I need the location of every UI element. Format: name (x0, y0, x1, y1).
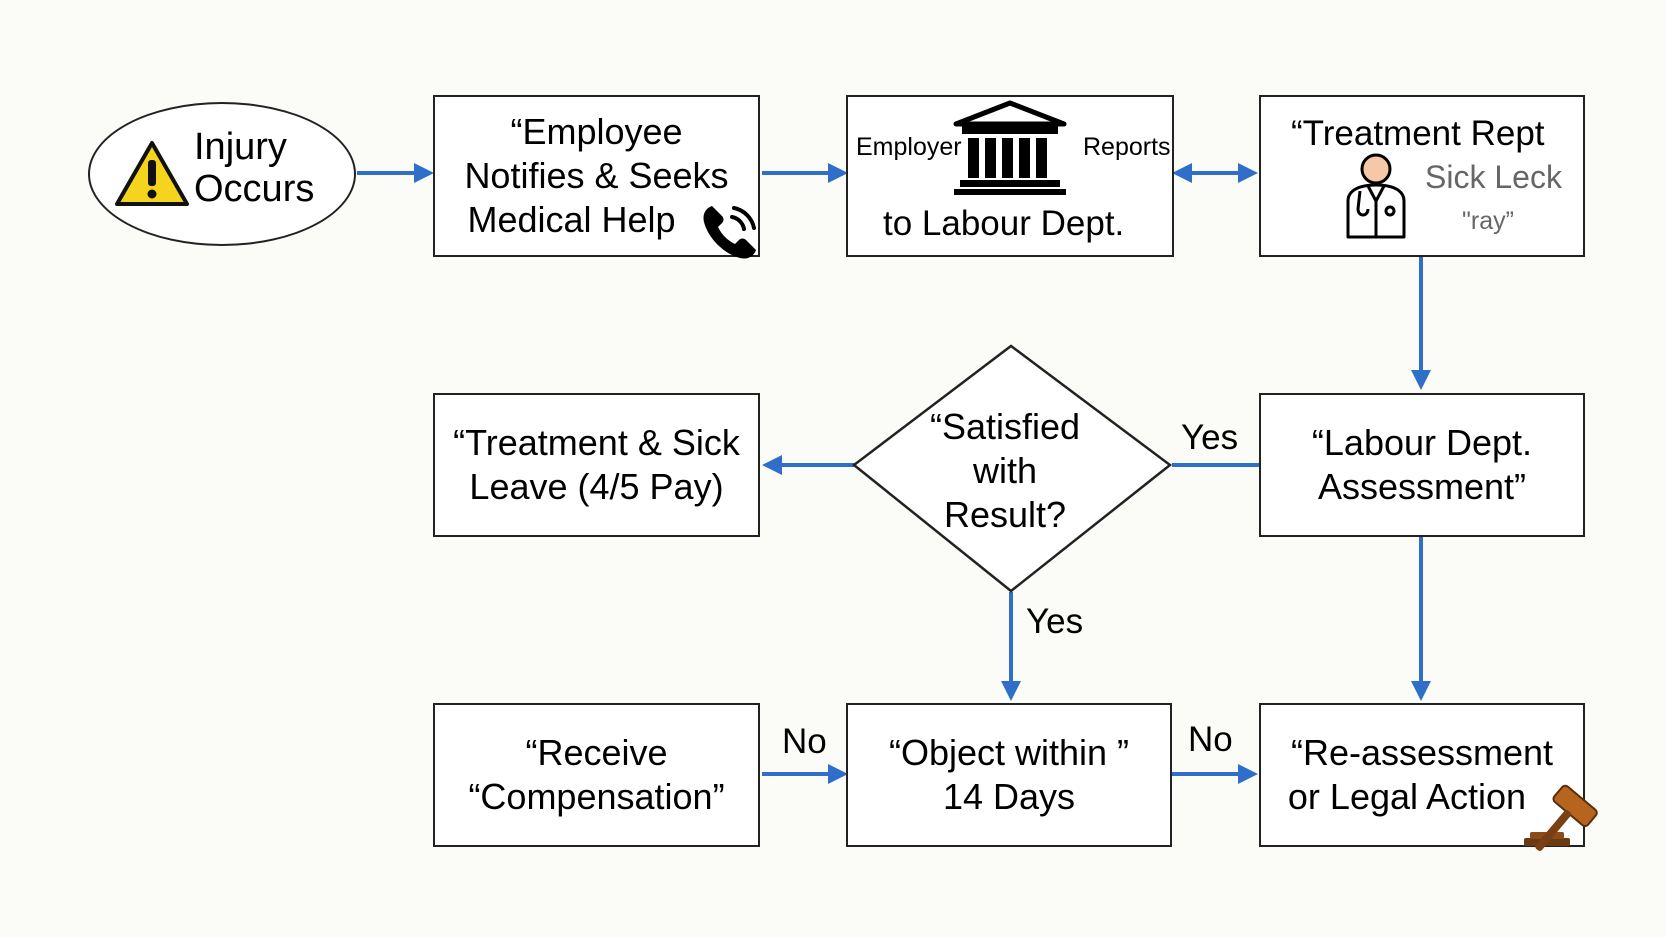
treatment-report-node (1259, 95, 1585, 257)
receive-line-1: “Receive (525, 732, 668, 773)
phone-icon (703, 206, 756, 259)
notify-node: “Employee Notifies & Seeks Medical Help (433, 95, 760, 257)
start-line-1: Injury (194, 126, 287, 168)
start-label: Injury Occurs (194, 126, 314, 210)
notify-line-2: Notifies & Seeks (464, 155, 729, 196)
reassess-line-2: or Legal Action (1287, 776, 1527, 817)
treatment-sick-line-1: “Treatment & Sick (453, 422, 740, 463)
object-line-2: 14 Days (942, 776, 1076, 817)
doctor-icon (1346, 153, 1406, 239)
receive-line-2: “Compensation” (468, 776, 725, 817)
warning-icon (115, 141, 189, 206)
no-label-right: No (1188, 720, 1233, 759)
decision-label: “Satisfied with Result? (880, 405, 1130, 537)
report-bottom-label: to Labour Dept. (883, 204, 1125, 243)
report-right-label: Reports (1083, 133, 1171, 161)
object-node: “Object within ” 14 Days (846, 703, 1172, 847)
decision-diamond (851, 344, 1173, 593)
no-label-left: No (782, 722, 827, 761)
start-line-2: Occurs (194, 168, 315, 210)
government-building-icon (953, 100, 1067, 195)
object-line-1: “Object within ” (888, 732, 1130, 773)
assessment-line-2: Assessment” (1317, 466, 1527, 507)
report-left-label: Employer (856, 133, 962, 161)
receive-node: “Receive “Compensation” (433, 703, 760, 847)
treatment-report-title: “Treatment Rept (1291, 114, 1545, 153)
decision-line-1: “Satisfied (929, 406, 1081, 447)
yes-label-right: Yes (1181, 418, 1239, 457)
reassess-node: “Re-assessment or Legal Action (1259, 703, 1585, 847)
assessment-node: “Labour Dept. Assessment” (1259, 393, 1585, 537)
gavel-icon (1524, 784, 1598, 852)
notify-line-1: “Employee (510, 111, 683, 152)
treatment-sick-node: “Treatment & Sick Leave (4/5 Pay) (433, 393, 760, 537)
treatment-report-sub2: "ray” (1462, 207, 1514, 235)
reassess-line-1: “Re-assessment (1290, 732, 1554, 773)
yes-label-down: Yes (1026, 602, 1084, 641)
notify-line-3: Medical Help (467, 199, 676, 240)
treatment-sick-line-2: Leave (4/5 Pay) (469, 466, 724, 507)
assessment-line-1: “Labour Dept. (1311, 422, 1533, 463)
decision-line-2: with (972, 450, 1038, 491)
decision-line-3: Result? (943, 494, 1067, 535)
treatment-report-sub1: Sick Leck (1425, 159, 1562, 195)
